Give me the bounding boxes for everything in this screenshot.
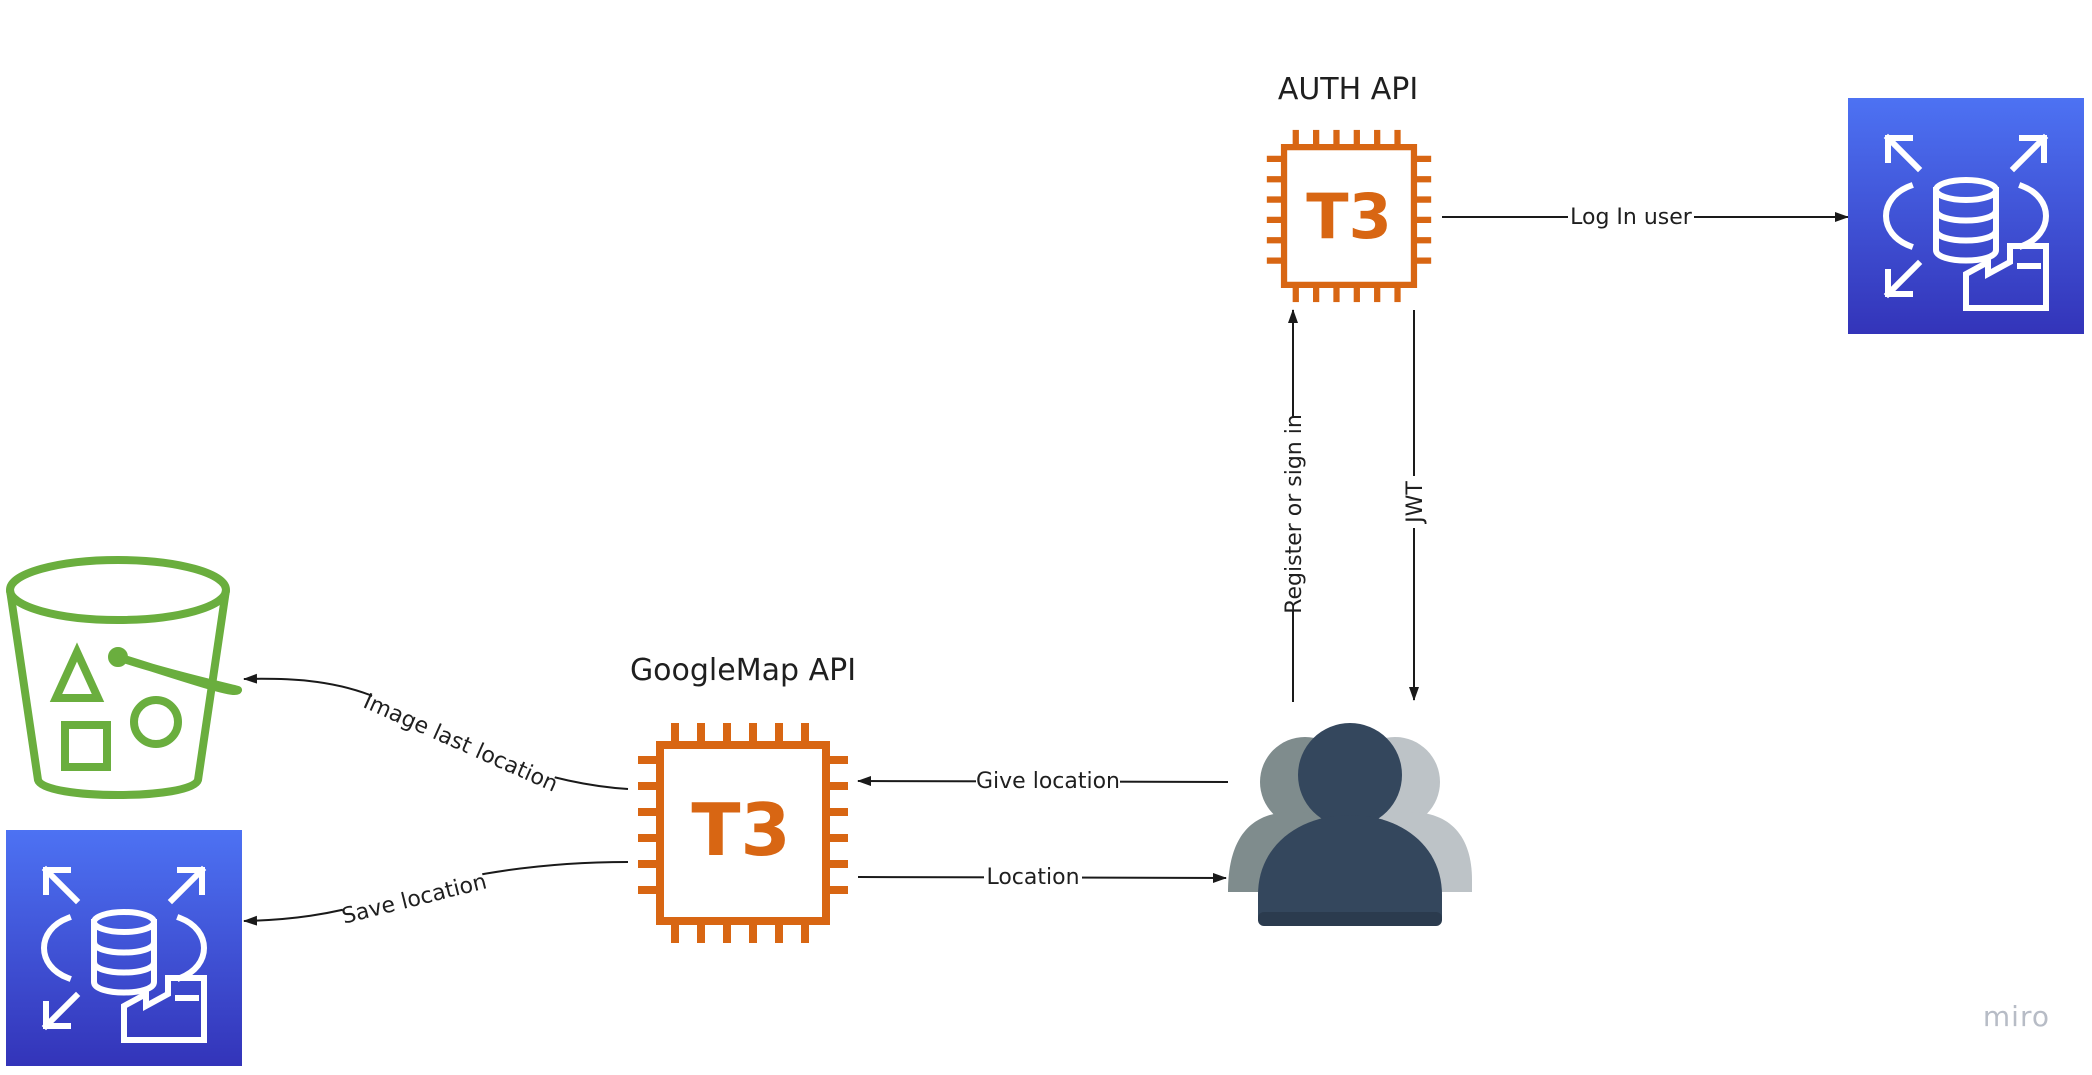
connectors: [243, 212, 1849, 926]
label-location: Location: [984, 860, 1082, 892]
edge-label-register-or-sign-in: Register or sign in: [1282, 414, 1307, 614]
label-image-last-location: Image last location: [359, 686, 561, 797]
googlemap-api-node[interactable]: GoogleMap API T3: [630, 653, 856, 943]
s3-bucket-icon: [6, 556, 243, 799]
label-log-in-user: Log In user: [1568, 200, 1694, 232]
ec2-instance-icon: T3: [1267, 130, 1431, 302]
googlemap-api-chip-text: T3: [691, 788, 790, 872]
auth-api-chip-text: T3: [1306, 180, 1391, 253]
rds-top-node[interactable]: [1848, 98, 2084, 334]
googlemap-api-title: GoogleMap API: [630, 653, 856, 688]
label-register-or-sign-in: Register or sign in: [1277, 414, 1309, 614]
ec2-instance-icon: T3: [638, 723, 848, 943]
edge-label-log-in-user: Log In user: [1570, 205, 1693, 230]
s3-bucket-node[interactable]: [6, 556, 243, 799]
auth-api-title: AUTH API: [1278, 72, 1418, 107]
label-jwt: JWT: [1398, 476, 1430, 528]
miro-watermark: miro: [1983, 1000, 2050, 1033]
edge-labels: Log In user Register or sign in JWT Give…: [339, 200, 1694, 931]
label-save-location: Save location: [339, 865, 489, 931]
edge-label-give-location: Give location: [976, 769, 1120, 794]
edge-label-location: Location: [986, 865, 1079, 890]
label-give-location: Give location: [976, 765, 1120, 797]
edge-label-jwt: JWT: [1403, 481, 1428, 525]
users-node[interactable]: [1228, 723, 1472, 926]
users-group-icon: [1228, 723, 1472, 926]
rds-database-icon: [6, 830, 242, 1066]
rds-database-icon: [1848, 98, 2084, 334]
auth-api-node[interactable]: AUTH API T3: [1267, 72, 1431, 302]
rds-bottom-node[interactable]: [6, 830, 242, 1066]
edge-label-image-last-location: Image last location: [359, 689, 561, 797]
